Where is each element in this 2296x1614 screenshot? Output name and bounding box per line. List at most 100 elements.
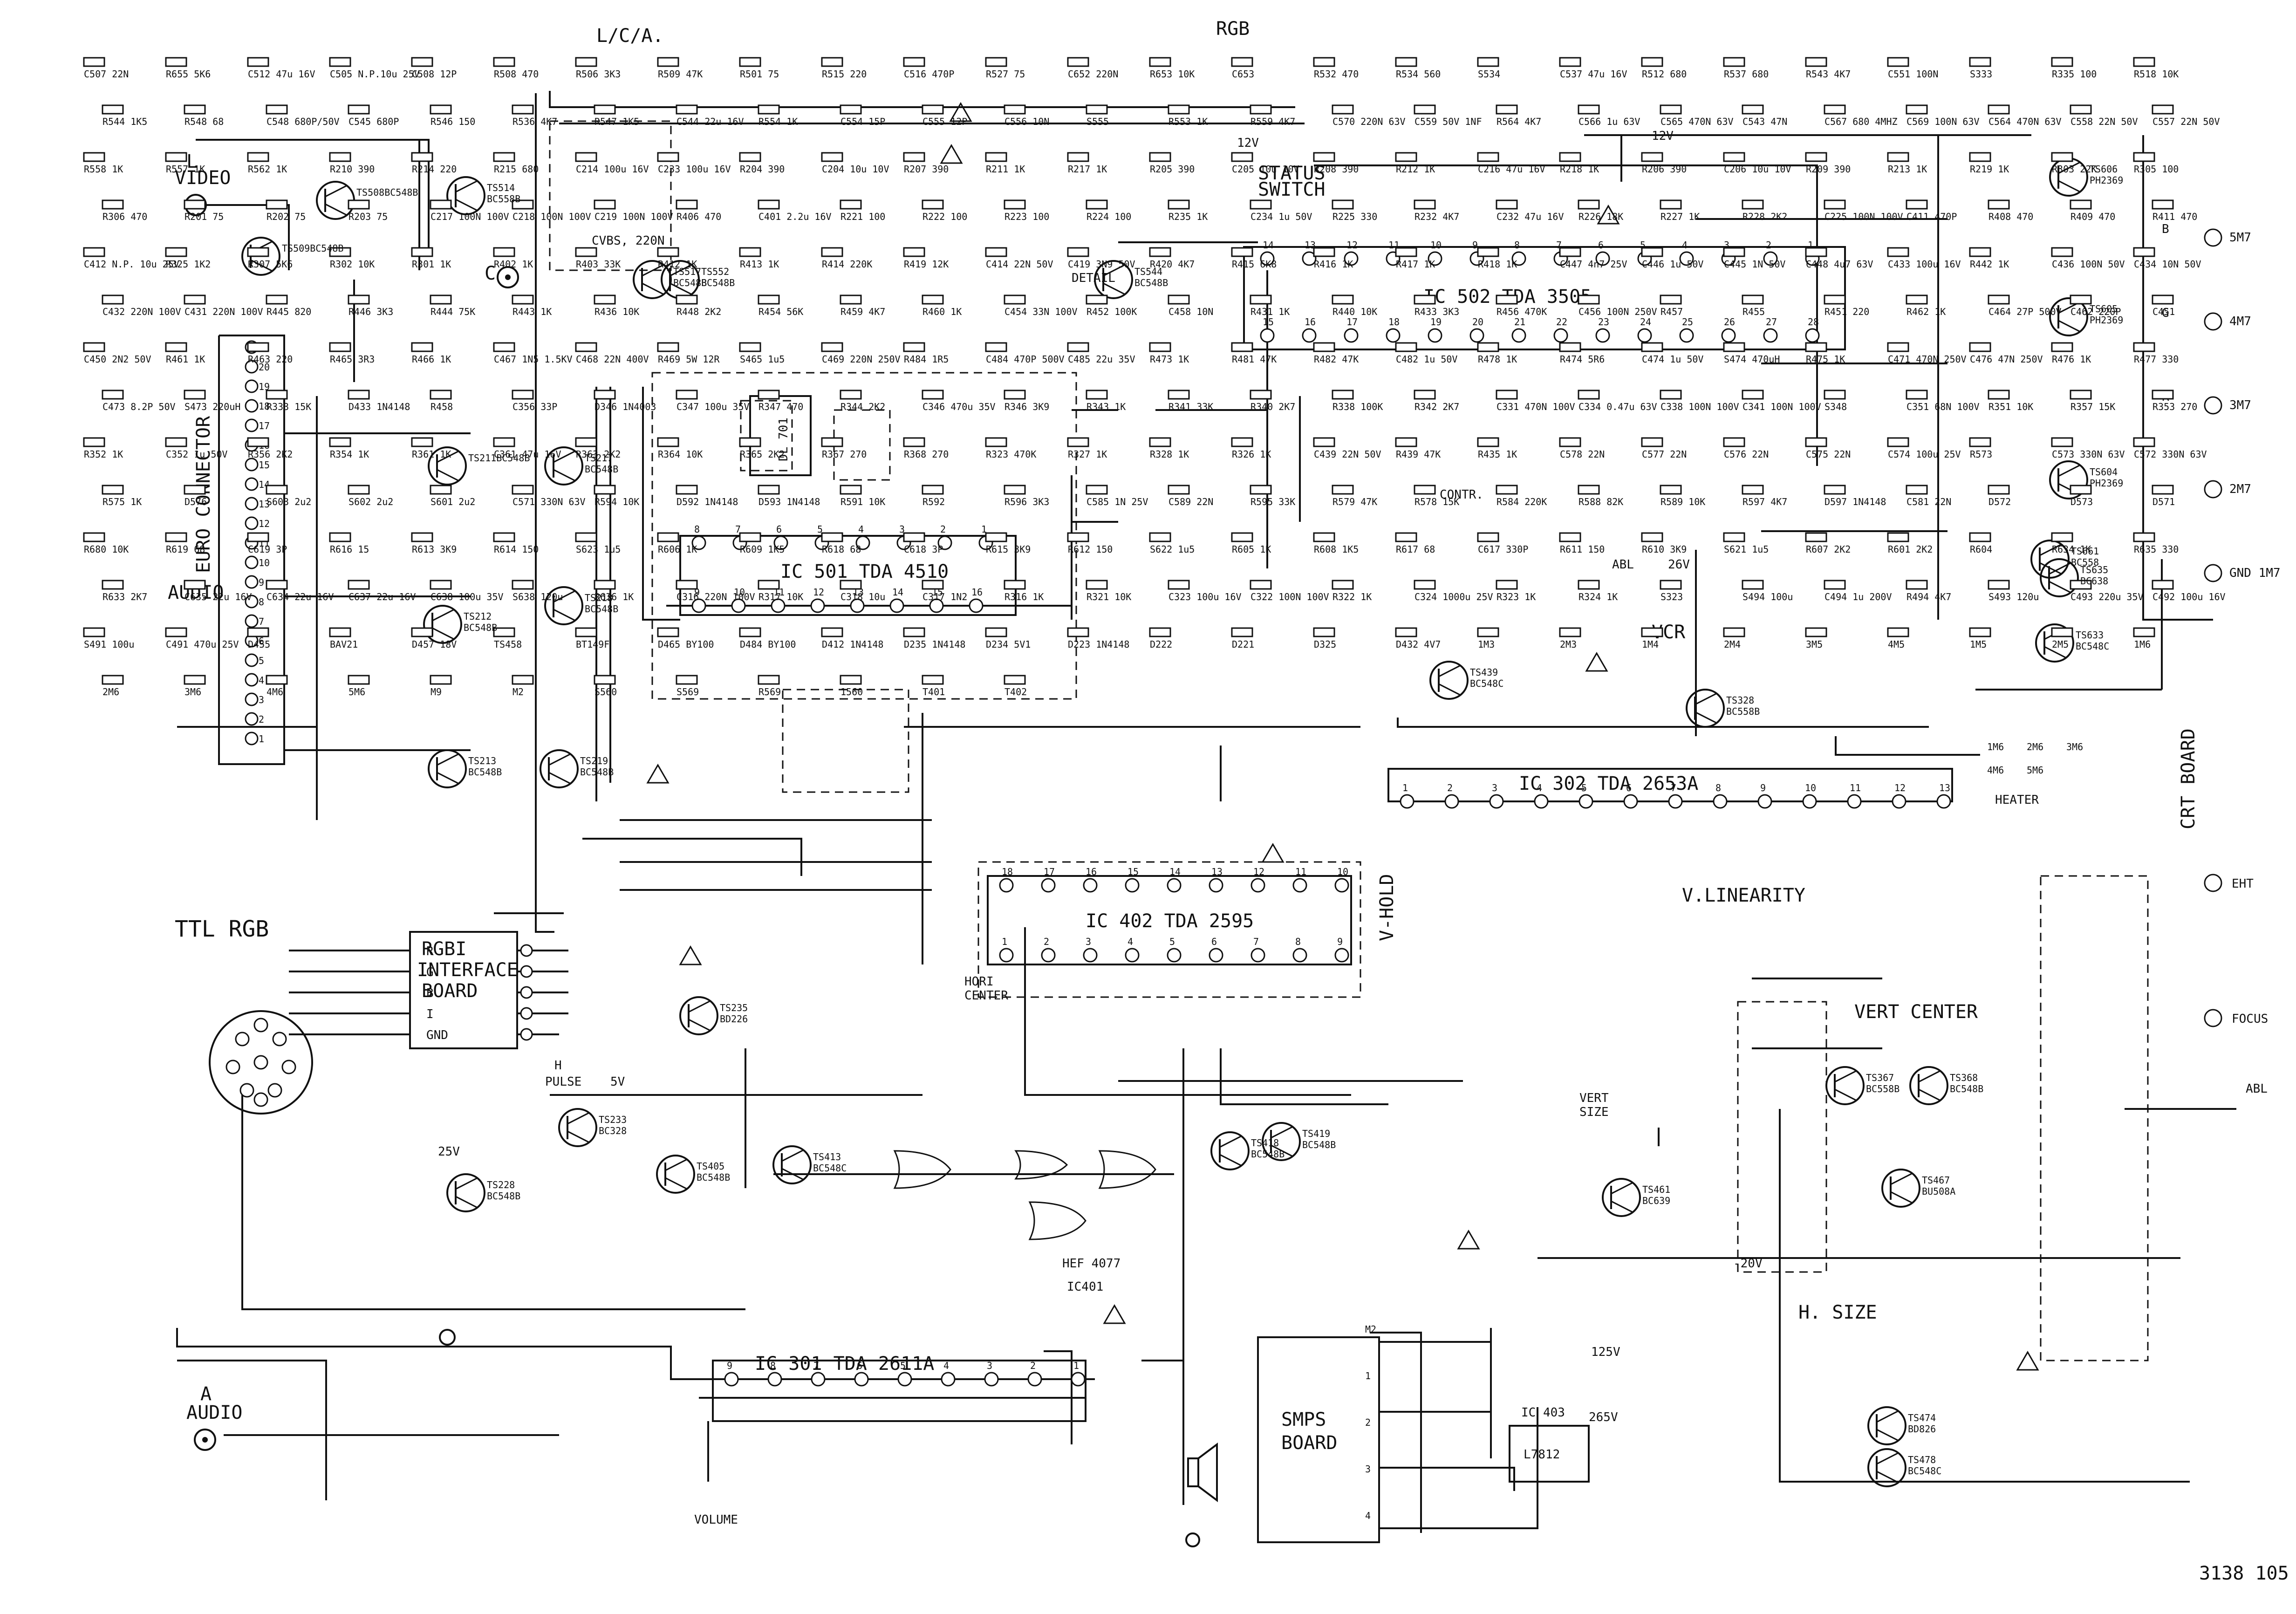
component-label: R363 2K2: [576, 449, 621, 460]
component-label: C467 1N5 1.5KV: [494, 354, 573, 365]
hori-label: HORI: [964, 975, 994, 989]
component-symbol: [1641, 532, 1663, 542]
component-symbol: [1969, 437, 1991, 447]
ic301-pin: [897, 1372, 912, 1387]
component-label: 2M4: [1724, 639, 1741, 650]
ic402-bottom-pin-label: 4: [1128, 936, 1133, 947]
ic402-top-pin-label: 18: [1002, 866, 1013, 877]
ic501-top-pin-label: 7: [735, 524, 741, 535]
crt-out-pin-label: 3M7: [2229, 398, 2251, 412]
component-label: C334 0.47u 63V: [1578, 401, 1657, 412]
ic301-pin: [1071, 1372, 1086, 1387]
component-symbol: [348, 580, 370, 590]
component-symbol: [1313, 247, 1335, 257]
ic502-bottom-pin-label: 20: [1472, 316, 1483, 328]
component-symbol: [1742, 294, 1764, 305]
component-symbol: [840, 485, 862, 495]
euro-pin: [245, 595, 259, 609]
ic502-top-pin-label: 8: [1514, 239, 1520, 251]
component-symbol: [1742, 390, 1764, 400]
component-symbol: [1004, 675, 1026, 685]
center-label: CENTER: [964, 989, 1008, 1003]
component-symbol: [657, 627, 679, 637]
component-symbol: [1313, 627, 1335, 637]
component-symbol: [1641, 57, 1663, 67]
component-symbol: [1805, 532, 1827, 542]
component-symbol: [1578, 294, 1600, 305]
ic502-bottom-pin: [1679, 328, 1694, 343]
euro-pin-label: 10: [259, 557, 270, 568]
component-symbol: [1231, 627, 1253, 637]
ic302-pin: [1400, 794, 1414, 809]
component-label: C653: [1232, 68, 1254, 80]
component-symbol: [2051, 342, 2073, 352]
component-label: M2: [512, 686, 524, 698]
component-symbol: [594, 485, 616, 495]
ic402-bottom-pin: [1167, 948, 1182, 963]
ic502-top-pin-label: 6: [1598, 239, 1604, 251]
crt-out-pin: [2204, 564, 2222, 582]
component-label: R478 1K: [1478, 354, 1517, 365]
component-symbol: [1824, 485, 1846, 495]
component-label: R548 68: [184, 116, 224, 127]
component-symbol: [1149, 342, 1171, 352]
component-label: D223 1N4148: [1068, 639, 1129, 650]
component-label: R584 220K: [1496, 496, 1547, 507]
rail-5v: 5V: [610, 1075, 625, 1089]
component-symbol: [247, 627, 269, 637]
component-label: R452 100K: [1086, 306, 1137, 317]
component-label: R408 470: [1988, 211, 2033, 222]
size-label: SIZE: [1579, 1105, 1609, 1119]
transistor-symbol: [1210, 1131, 1250, 1170]
component-symbol: [2133, 627, 2155, 637]
ic502-bottom-pin: [1763, 328, 1778, 343]
euro-pin-label: 18: [259, 401, 270, 412]
component-label: R435 1K: [1478, 449, 1517, 460]
component-symbol: [1149, 247, 1171, 257]
transistor-symbol: [446, 176, 485, 215]
ic302-pin: [1892, 794, 1906, 809]
component-label: D234 5V1: [986, 639, 1031, 650]
component-symbol: [903, 532, 925, 542]
component-symbol: [575, 532, 597, 542]
component-symbol: [1168, 390, 1190, 400]
component-symbol: [1332, 199, 1354, 210]
smps-pin-label: 4: [1365, 1510, 1371, 1521]
component-label: 1M5: [1970, 639, 1987, 650]
component-label: R225 330: [1332, 211, 1377, 222]
component-label: C476 47N 250V: [1970, 354, 2043, 365]
component-label: C214 100u 16V: [576, 164, 649, 175]
component-label: R606 1K: [658, 544, 697, 555]
crt-out-pin-label: 2M7: [2229, 482, 2251, 496]
component-symbol: [1231, 532, 1253, 542]
component-label: 1M3: [1478, 639, 1495, 650]
component-label: R213 1K: [1888, 164, 1927, 175]
component-symbol: [329, 152, 351, 162]
component-symbol: [985, 57, 1007, 67]
component-label: R547 1K5: [594, 116, 639, 127]
component-symbol: [1004, 199, 1026, 210]
component-symbol: [1395, 152, 1417, 162]
component-label: R592: [922, 496, 945, 507]
component-label: R501 75: [740, 68, 779, 80]
component-symbol: [165, 152, 187, 162]
ic302-pin: [1802, 794, 1817, 809]
component-label: C317 1N2: [922, 591, 967, 602]
component-symbol: [821, 627, 843, 637]
crt-pin-label: 3M6: [2066, 741, 2083, 752]
smps-pin-label: 2: [1365, 1417, 1371, 1428]
smps-board-label: BOARD: [1281, 1432, 1337, 1454]
component-symbol: [1559, 57, 1581, 67]
component-label: BAV21: [330, 639, 358, 650]
ic402-bottom-pin-label: 3: [1086, 936, 1091, 947]
ic301-pin: [984, 1372, 999, 1387]
component-symbol: [922, 675, 944, 685]
component-symbol: [329, 342, 351, 352]
component-label: R534 560: [1396, 68, 1441, 80]
ic301-pin: [941, 1372, 956, 1387]
ic402-bottom-pin: [1083, 948, 1098, 963]
ic302-pin-label: 12: [1894, 782, 1906, 793]
component-label: S560: [594, 686, 617, 698]
ic502-bottom-pin-label: 21: [1514, 316, 1525, 328]
